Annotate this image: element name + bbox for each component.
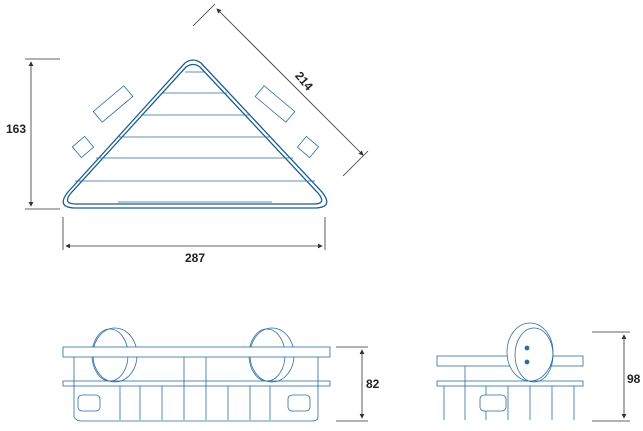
top-view <box>62 59 328 209</box>
dimension-lines-top <box>25 3 630 422</box>
dimension-label-287: 287 <box>185 251 206 265</box>
dimension-label-82: 82 <box>366 377 380 391</box>
front-view <box>62 327 331 422</box>
dimension-label-163: 163 <box>6 122 27 136</box>
dimension-label-98: 98 <box>627 372 641 386</box>
side-view <box>436 322 584 420</box>
